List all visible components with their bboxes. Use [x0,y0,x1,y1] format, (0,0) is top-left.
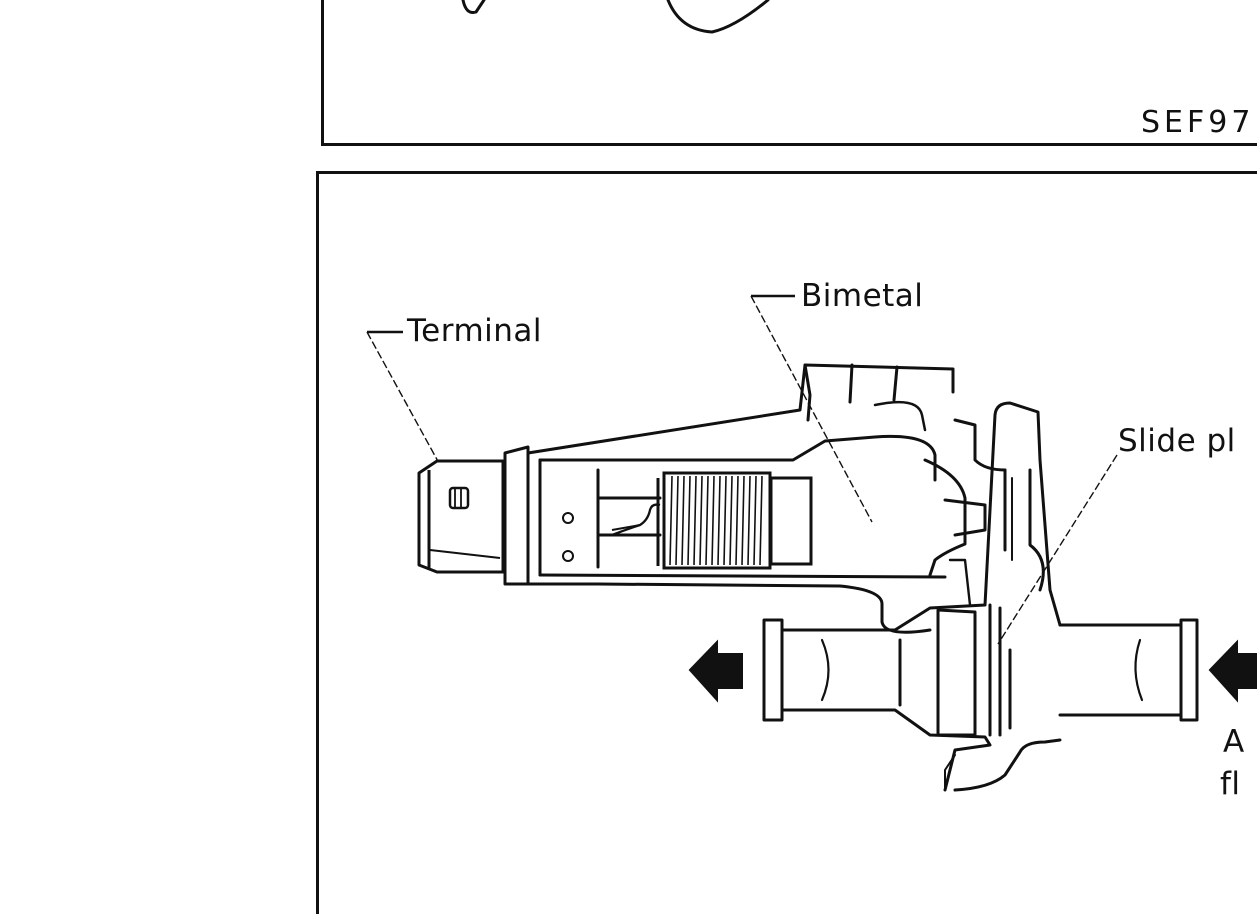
terminal-label: Terminal [407,313,543,349]
valve-cross-section-drawing [366,0,1257,792]
actuator-housing [503,363,987,634]
previous-figure-fragment [461,0,770,34]
top-figure-code: SEF97 [1141,105,1255,140]
heater-coil [611,471,813,570]
air-flow-arrows [688,639,1257,703]
top-figure-panel [321,0,1257,146]
bimetal-label: Bimetal [801,278,924,314]
main-figure-panel [316,171,1257,914]
leader-lines [366,294,1118,645]
slide-plate-label: Slide pl [1118,423,1236,459]
air-flow-label-line1: A [1223,724,1245,760]
air-flow-label-line2: fl [1220,766,1241,802]
terminal-connector [417,459,505,574]
outlet-arrow-icon [688,639,743,703]
diagram-canvas: SEF97 Terminal Bimetal Slide pl A fl [316,0,1257,914]
inlet-arrow-icon [1208,639,1257,703]
valve-body [762,401,1199,792]
